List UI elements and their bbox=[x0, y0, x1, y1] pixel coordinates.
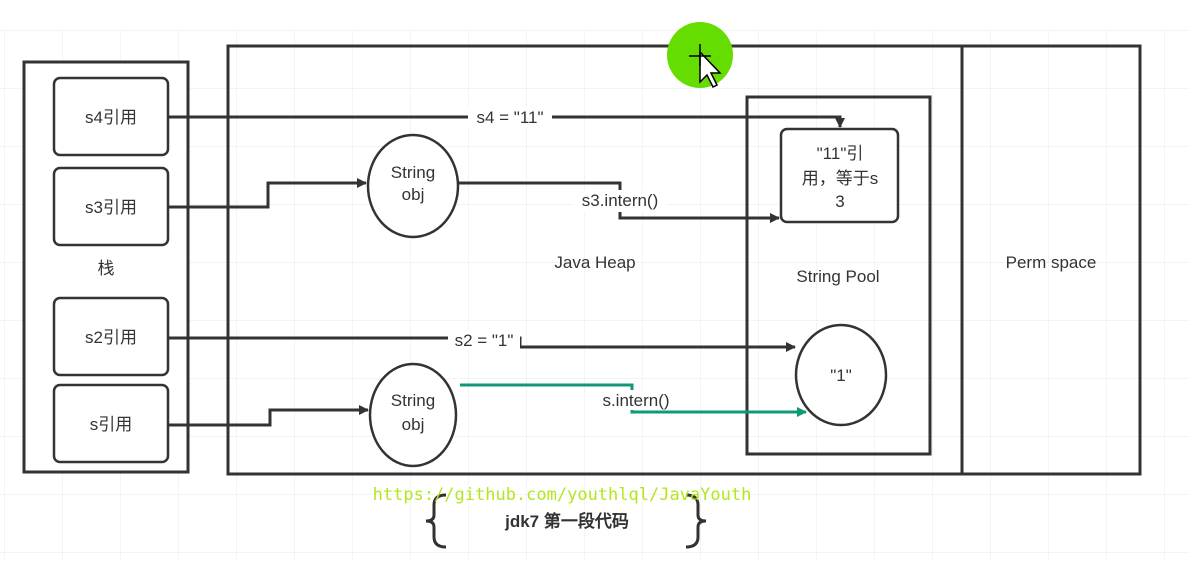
stack-label: 栈 bbox=[98, 259, 115, 278]
pool-ref-box[interactable]: "11"引 用，等于s 3 bbox=[779, 127, 900, 224]
edge-label-s3-intern: s3.intern() bbox=[582, 191, 659, 210]
string-obj-1[interactable]: String obj bbox=[366, 133, 460, 239]
caption-brace bbox=[425, 493, 707, 549]
stack-item-s[interactable]: s引用 bbox=[52, 383, 170, 464]
perm-space-region[interactable] bbox=[960, 44, 1142, 476]
stack-item-label: s4引用 bbox=[85, 108, 137, 127]
string-pool-label: String Pool bbox=[796, 267, 879, 286]
move-cursor-icon bbox=[699, 50, 722, 89]
obj-label: String bbox=[391, 163, 435, 182]
stack-item-s2[interactable]: s2引用 bbox=[52, 296, 170, 377]
java-heap-label: Java Heap bbox=[554, 253, 635, 272]
obj-label: String bbox=[391, 391, 435, 410]
edge-s4 bbox=[168, 115, 845, 128]
perm-space-label: Perm space bbox=[1006, 253, 1097, 272]
obj-label: obj bbox=[402, 415, 425, 434]
move-arrows-icon bbox=[689, 44, 711, 66]
edge-s bbox=[168, 405, 369, 427]
obj-label: obj bbox=[402, 185, 425, 204]
edge-label-s-intern: s.intern() bbox=[602, 391, 669, 410]
string-pool-region[interactable] bbox=[745, 95, 932, 456]
stack-item-label: s引用 bbox=[90, 415, 133, 434]
pool-ref-line: 3 bbox=[835, 192, 844, 211]
string-obj-2[interactable]: String obj bbox=[368, 362, 458, 468]
edge-s3 bbox=[168, 178, 367, 209]
stack-item-s4[interactable]: s4引用 bbox=[52, 76, 170, 157]
pool-literal-1[interactable]: "1" bbox=[794, 323, 888, 427]
edge-labels: s4 = "11" s3.intern() s2 = "1" s.intern(… bbox=[448, 106, 677, 410]
edge-label-s4: s4 = "11" bbox=[476, 108, 543, 127]
stack-item-label: s3引用 bbox=[85, 198, 137, 217]
stack-frame: s4引用 s3引用 栈 s2引用 s引用 bbox=[22, 60, 190, 474]
caption: jdk7 第一段代码 bbox=[504, 511, 629, 531]
pool-literal-label: "1" bbox=[830, 366, 852, 385]
watermark: https://github.com/youthlql/JavaYouth bbox=[373, 485, 752, 505]
stack-item-s3[interactable]: s3引用 bbox=[52, 166, 170, 247]
edge-label-s2: s2 = "1" bbox=[455, 331, 514, 350]
pool-ref-line: "11"引 bbox=[817, 144, 864, 163]
cursor-highlight bbox=[667, 22, 733, 89]
stack-item-label: s2引用 bbox=[85, 328, 137, 347]
pool-ref-line: 用，等于s bbox=[802, 169, 879, 188]
